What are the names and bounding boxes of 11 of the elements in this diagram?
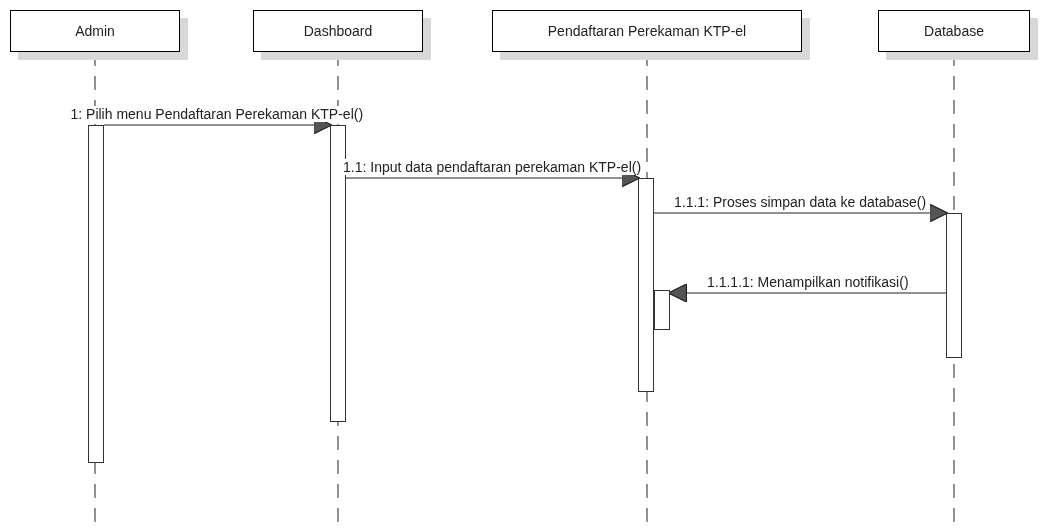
activation-bar <box>638 178 654 392</box>
message-arrow <box>653 203 949 223</box>
activation-bar <box>88 125 104 463</box>
message-label: 1.1: Input data pendaftaran perekaman KTP-el() <box>342 159 643 175</box>
message-label: 1: Pilih menu Pendaftaran Perekaman KTP-el() <box>69 106 365 122</box>
activation-bar <box>946 213 962 358</box>
message-arrow <box>667 283 947 303</box>
message-label: 1.1.1: Proses simpan data ke database() <box>673 194 928 210</box>
activation-bar <box>654 290 670 330</box>
activation-bar <box>330 125 346 422</box>
message-label: 1.1.1.1: Menampilkan notifikasi() <box>706 274 910 290</box>
